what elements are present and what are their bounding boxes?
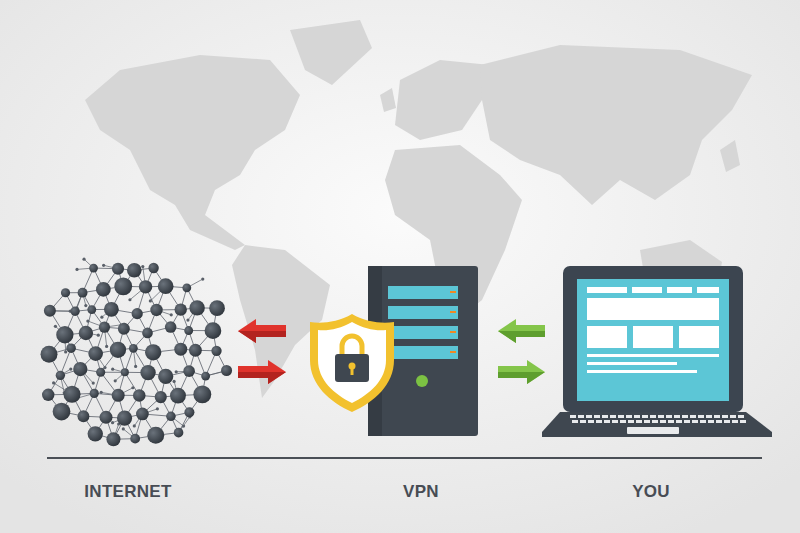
baseline-rule	[47, 457, 762, 459]
internet-network-cluster	[41, 258, 233, 447]
laptop	[542, 266, 772, 437]
illustration-node: VPN	[286, 255, 498, 515]
block-arrow	[498, 360, 545, 384]
block-arrow	[238, 360, 286, 384]
node-label: INTERNET	[84, 482, 171, 502]
illustration-node: INTERNET	[30, 255, 238, 515]
node-label: YOU	[632, 482, 670, 502]
block-arrow	[238, 319, 286, 343]
block-arrow	[498, 319, 545, 343]
node-label: VPN	[403, 482, 439, 502]
illustration-node: YOU	[545, 255, 780, 515]
shield-lock	[310, 314, 394, 412]
